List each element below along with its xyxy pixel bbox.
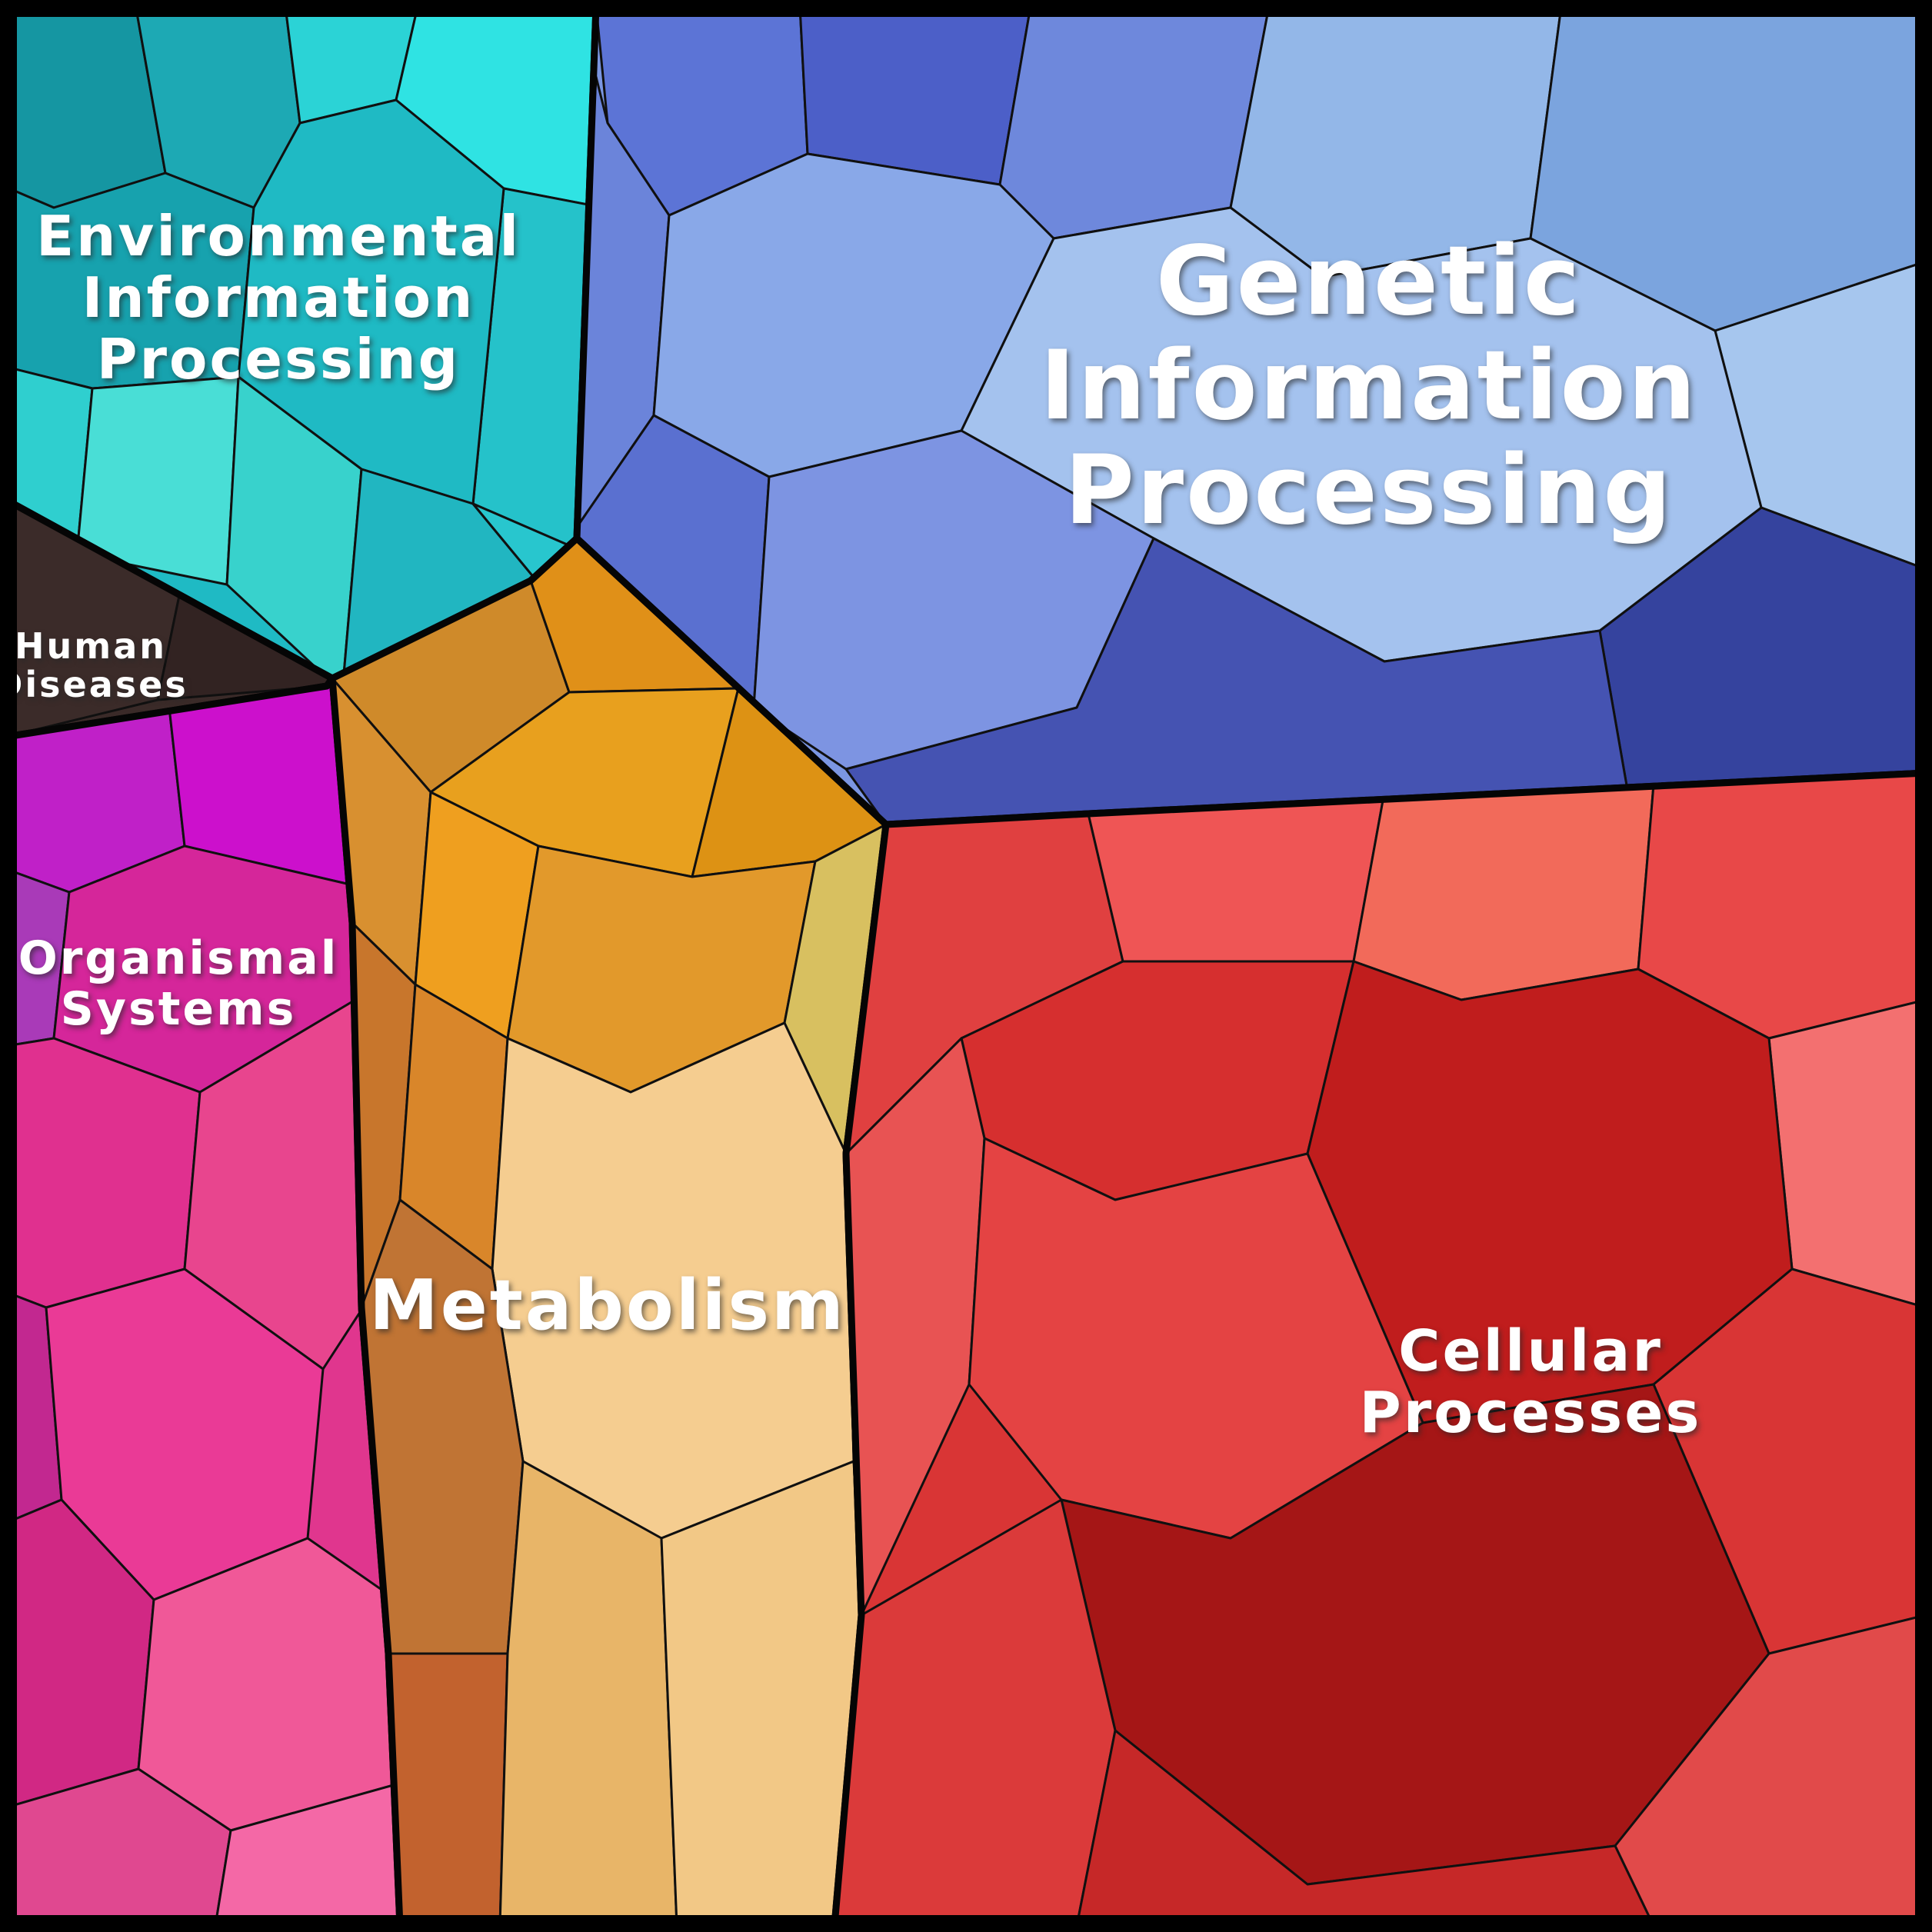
region-cellular-processes: [831, 769, 1930, 1930]
region-genetic-information-processing: [573, 2, 1930, 828]
treemap-cell: [387, 1652, 509, 1926]
treemap-cell: [183, 998, 365, 1371]
treemap-cell: [498, 1460, 678, 1926]
region-organismal-systems: [2, 675, 404, 1930]
region-cells-cellular-processes: [834, 773, 1926, 1926]
region-human-diseases: [2, 496, 336, 741]
treemap-cell: [1087, 791, 1386, 963]
region-cells-genetic-information-processing: [577, 6, 1926, 824]
treemap-cell: [1767, 998, 1926, 1309]
treemap-cell: [660, 1460, 863, 1926]
treemap-cell: [225, 375, 363, 678]
region-metabolism: [328, 535, 890, 1930]
treemap-cell: [214, 1783, 400, 1926]
region-cells-metabolism: [332, 538, 886, 1926]
treemap-cell: [1075, 1729, 1655, 1926]
region-cells-environmental-information-processing: [6, 6, 596, 678]
treemap-cell: [1614, 1614, 1926, 1926]
region-label-metabolism: Metabolism: [369, 1265, 846, 1346]
region-cells-organismal-systems: [6, 678, 400, 1926]
region-environmental-information-processing: [2, 2, 600, 682]
treemap-cell: [998, 6, 1271, 240]
treemap-cell: [1352, 783, 1655, 1001]
